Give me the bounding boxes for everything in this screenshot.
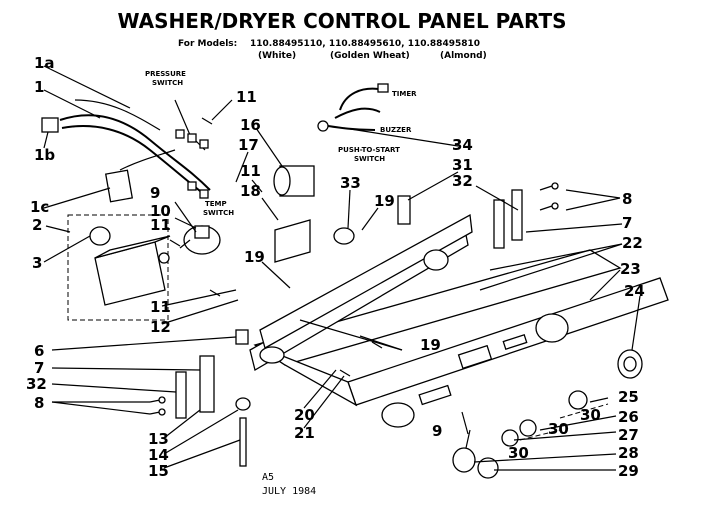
label-push-to-start-1: PUSH-TO-START (338, 146, 400, 154)
callout-10: 10 (150, 202, 171, 220)
callout-29: 29 (618, 462, 639, 480)
callout-30-c: 30 (508, 444, 529, 462)
label-timer: TIMER (392, 90, 417, 98)
callout-7-right: 7 (622, 214, 632, 232)
models-prefix: For Models: (178, 39, 237, 49)
callout-17: 17 (238, 136, 259, 154)
callout-9-bottom: 9 (432, 422, 442, 440)
callout-33: 33 (340, 174, 361, 192)
callout-11-c: 11 (150, 298, 171, 316)
callout-3: 3 (32, 254, 42, 272)
screws (149, 117, 559, 435)
callout-15: 15 (148, 462, 169, 480)
callout-31: 31 (452, 156, 473, 174)
callout-1c: 1c (30, 198, 49, 216)
callout-30-b: 30 (548, 420, 569, 438)
callout-19-a: 19 (374, 192, 395, 210)
callout-2: 2 (32, 216, 42, 234)
bracket-6 (235, 329, 249, 345)
model-color-white: (White) (258, 51, 296, 61)
wiring-harness (41, 99, 211, 203)
callout-28: 28 (618, 444, 639, 462)
bracket-18 (274, 219, 311, 263)
callout-24: 24 (624, 282, 645, 300)
label-pressure-switch-1: PRESSURE (145, 70, 186, 78)
callout-11-b: 11 (150, 216, 171, 234)
callout-34: 34 (452, 136, 473, 154)
label-temp-switch-1: TEMP (205, 200, 227, 208)
callout-6: 6 (34, 342, 44, 360)
callout-16: 16 (240, 116, 261, 134)
control-module (67, 214, 171, 321)
label-buzzer: BUZZER (380, 126, 412, 134)
spacer-31 (397, 195, 411, 225)
callout-18: 18 (240, 182, 261, 200)
label-temp-switch-2: SWITCH (203, 209, 234, 217)
label-pressure-switch-2: SWITCH (152, 79, 183, 87)
callout-12: 12 (150, 318, 171, 336)
callout-11-d: 11 (240, 162, 261, 180)
callout-14: 14 (148, 446, 169, 464)
bracket-7-left (199, 355, 215, 413)
shaft-15 (235, 397, 251, 467)
leader-lines (43, 65, 641, 471)
timer-wires (317, 83, 389, 132)
footer-code: A5 (262, 472, 274, 483)
callout-19-b: 19 (244, 248, 265, 266)
diagram-title: WASHER/DRYER CONTROL PANEL PARTS (118, 9, 567, 33)
callout-25: 25 (618, 388, 639, 406)
callout-9-left: 9 (150, 184, 160, 202)
bracket-32-left (175, 371, 187, 419)
callout-7-left: 7 (34, 359, 44, 377)
callout-22: 22 (622, 234, 643, 252)
footer-date: JULY 1984 (262, 486, 316, 497)
callout-1a: 1a (34, 54, 55, 72)
callout-26: 26 (618, 408, 639, 426)
knobs-bottom (452, 390, 588, 479)
control-panel (253, 249, 669, 428)
callout-30-a: 30 (580, 406, 601, 424)
callout-21: 21 (294, 424, 315, 442)
model-color-golden-wheat: (Golden Wheat) (330, 51, 410, 61)
callout-8-right: 8 (622, 190, 632, 208)
callout-20: 20 (294, 406, 315, 424)
bracket-32-right (493, 189, 523, 249)
callout-19-c: 19 (420, 336, 441, 354)
models-list: 110.88495110, 110.88495610, 110.88495810 (250, 39, 480, 49)
callout-13: 13 (148, 430, 169, 448)
callout-1b: 1b (34, 146, 55, 164)
switch-16 (273, 165, 315, 197)
callout-1: 1 (34, 78, 44, 96)
model-color-almond: (Almond) (440, 51, 487, 61)
temp-switch (183, 225, 221, 255)
callout-32-left: 32 (26, 375, 47, 393)
knob-24 (617, 349, 643, 379)
callout-11-a: 11 (236, 88, 257, 106)
callout-8-left: 8 (34, 394, 44, 412)
callout-32-right: 32 (452, 172, 473, 190)
knob-33 (333, 227, 355, 245)
console-frame (249, 213, 473, 372)
label-push-to-start-2: SWITCH (354, 155, 385, 163)
callout-23: 23 (620, 260, 641, 278)
callout-27: 27 (618, 426, 639, 444)
